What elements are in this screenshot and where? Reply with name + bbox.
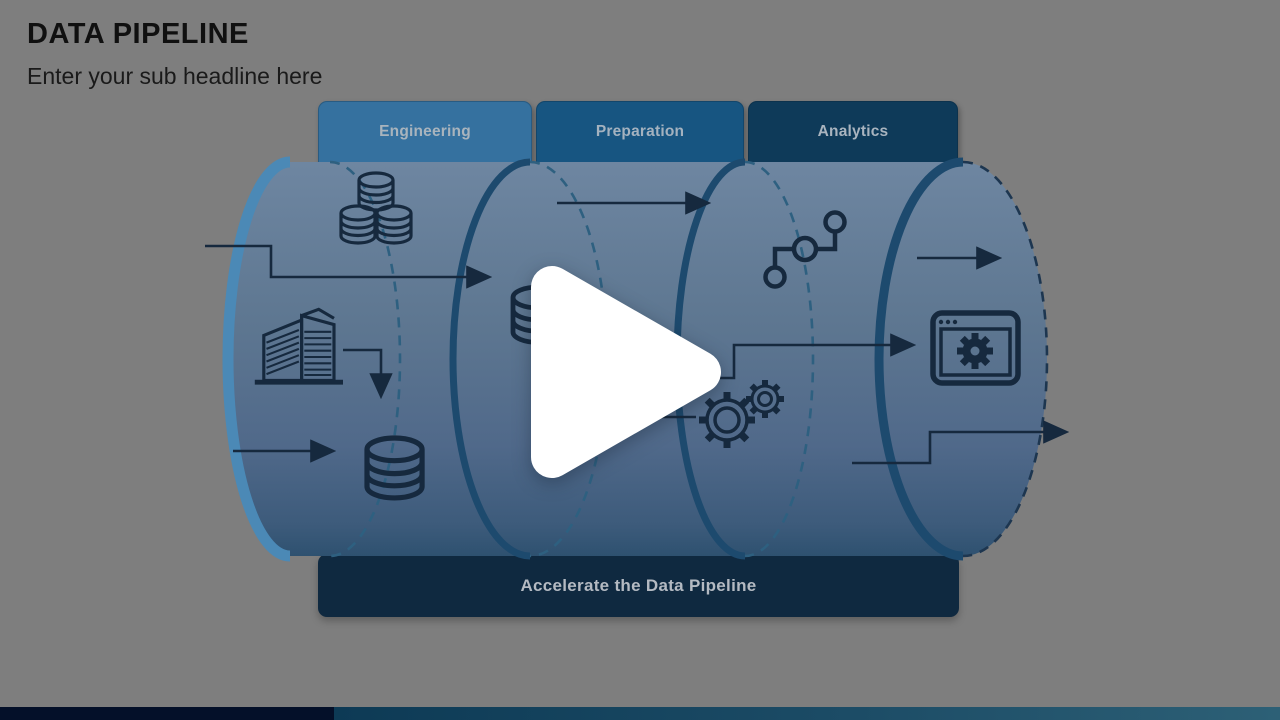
bottom-stripe-teal xyxy=(334,707,1280,720)
workflow-nodes-icon xyxy=(763,210,847,289)
tab-analytics[interactable]: Analytics xyxy=(748,101,958,163)
tab-engineering-label: Engineering xyxy=(379,123,471,140)
play-icon xyxy=(531,266,721,478)
tab-preparation-label: Preparation xyxy=(595,123,685,140)
play-button[interactable] xyxy=(505,245,740,495)
slide-subtitle: Enter your sub headline here xyxy=(27,63,323,89)
cylinder-left-rim xyxy=(222,156,291,562)
database-icon xyxy=(367,438,422,498)
cylinder-end-dashed xyxy=(962,160,1049,558)
tab-preparation[interactable]: Preparation xyxy=(536,101,744,163)
database-cluster-icon xyxy=(339,171,413,245)
tab-analytics-label: Analytics xyxy=(817,123,889,140)
building-icon xyxy=(254,307,344,385)
pipeline-banner: Accelerate the Data Pipeline xyxy=(318,554,959,617)
slide-title: DATA PIPELINE xyxy=(27,18,249,50)
bottom-stripe xyxy=(0,707,1280,720)
bottom-stripe-navy xyxy=(0,707,334,720)
tab-engineering[interactable]: Engineering xyxy=(318,101,532,163)
pipeline-banner-label: Accelerate the Data Pipeline xyxy=(520,575,757,595)
browser-settings-icon xyxy=(930,310,1021,386)
